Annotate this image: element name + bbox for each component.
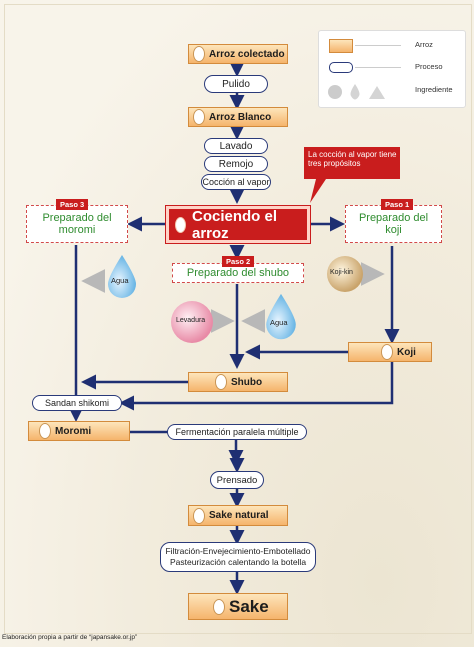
step-shubo: Preparado del shubo: [172, 263, 304, 283]
node-pulido: Pulido: [204, 75, 268, 93]
node-sake-natural: Sake natural: [188, 505, 288, 526]
legend-line: [355, 67, 401, 68]
step-badge-paso3: Paso 3: [56, 199, 89, 210]
water-drop-icon: [108, 255, 136, 298]
step-badge-paso2: Paso 2: [222, 256, 255, 267]
step-badge-paso1: Paso 1: [381, 199, 414, 210]
node-label: Fermentación paralela múltiple: [175, 427, 299, 437]
frame: [4, 4, 472, 634]
node-cociendo-el-arroz: Cociendo el arroz: [166, 206, 310, 243]
step-koji: Preparado del koji: [345, 205, 442, 243]
legend-line: [355, 45, 401, 46]
ingredient-levadura-label: Levadura: [176, 317, 206, 324]
node-label: Cocción al vapor: [202, 177, 270, 187]
node-label: Arroz colectado: [209, 48, 285, 60]
ingredient-kojikin-label: Koji-kin: [330, 269, 353, 276]
legend-rice-label: Arroz: [415, 40, 433, 49]
node-lavado: Lavado: [204, 138, 268, 154]
legend: Arroz Proceso Ingrediente: [318, 30, 466, 108]
step-label: Preparado del moromi: [42, 212, 112, 236]
rice-grain-icon: [193, 46, 205, 62]
node-prensado: Prensado: [210, 471, 264, 489]
step-moromi: Preparado del moromi: [26, 205, 128, 243]
rice-grain-icon: [215, 374, 227, 390]
callout-bubble: [304, 147, 400, 203]
node-koji: Koji: [348, 342, 432, 362]
node-label-line-2: Pasteurización calentando la botella: [169, 557, 307, 567]
node-arroz-colectado: Arroz colectado: [188, 44, 288, 64]
rice-grain-icon: [175, 216, 186, 233]
node-label: Arroz Blanco: [209, 111, 272, 123]
step-label: Preparado del shubo: [186, 267, 290, 279]
node-label: Moromi: [55, 425, 92, 437]
node-label: Pulido: [222, 78, 250, 90]
legend-process-label: Proceso: [415, 62, 443, 71]
node-label: Koji: [397, 346, 416, 358]
legend-ingredient-icons: [328, 84, 385, 100]
legend-process-swatch: [329, 62, 353, 73]
rice-grain-icon: [193, 109, 205, 125]
node-sake: Sake: [188, 593, 288, 620]
source-caption: Elaboración propia a partir de “japansak…: [2, 634, 138, 641]
rice-grain-icon: [193, 507, 205, 524]
node-label: Sake natural: [209, 510, 269, 521]
node-moromi: Moromi: [28, 421, 130, 441]
ingredient-agua-label: Agua: [270, 318, 288, 327]
rice-grain-icon: [381, 344, 393, 360]
legend-ingredient-label: Ingrediente: [415, 85, 453, 94]
node-arroz-blanco: Arroz Blanco: [188, 107, 288, 127]
rice-grain-icon: [213, 598, 225, 615]
node-coccion: Cocción al vapor: [201, 174, 271, 190]
koji-kin-icon: [327, 256, 363, 292]
node-fermentacion: Fermentación paralela múltiple: [167, 424, 307, 440]
ingredient-agua-label: Agua: [111, 276, 129, 285]
node-label: Cociendo el arroz: [192, 207, 278, 242]
step-label: Preparado del koji: [358, 212, 429, 236]
node-remojo: Remojo: [204, 156, 268, 172]
yeast-icon: [171, 301, 213, 343]
node-label: Lavado: [219, 140, 253, 152]
node-label: Sake: [229, 596, 269, 616]
callout-text: La cocción al vapor tiene tres propósito…: [308, 150, 397, 168]
node-label: Prensado: [216, 474, 258, 486]
edge-koji-sandan: [119, 362, 394, 411]
legend-rice-swatch: [329, 39, 353, 53]
node-sandan-shikomi: Sandan shikomi: [32, 395, 122, 411]
rice-grain-icon: [39, 423, 51, 439]
node-label: Shubo: [231, 376, 263, 388]
node-label: Sandan shikomi: [44, 398, 110, 408]
water-drop-icon: [266, 293, 296, 340]
node-label: Remojo: [218, 158, 254, 170]
node-shubo: Shubo: [188, 372, 288, 392]
node-label-line-1: Filtración-Envejecimiento-Embotellado: [165, 546, 311, 556]
node-filtracion: Filtración-Envejecimiento-Embotellado Pa…: [160, 542, 316, 572]
